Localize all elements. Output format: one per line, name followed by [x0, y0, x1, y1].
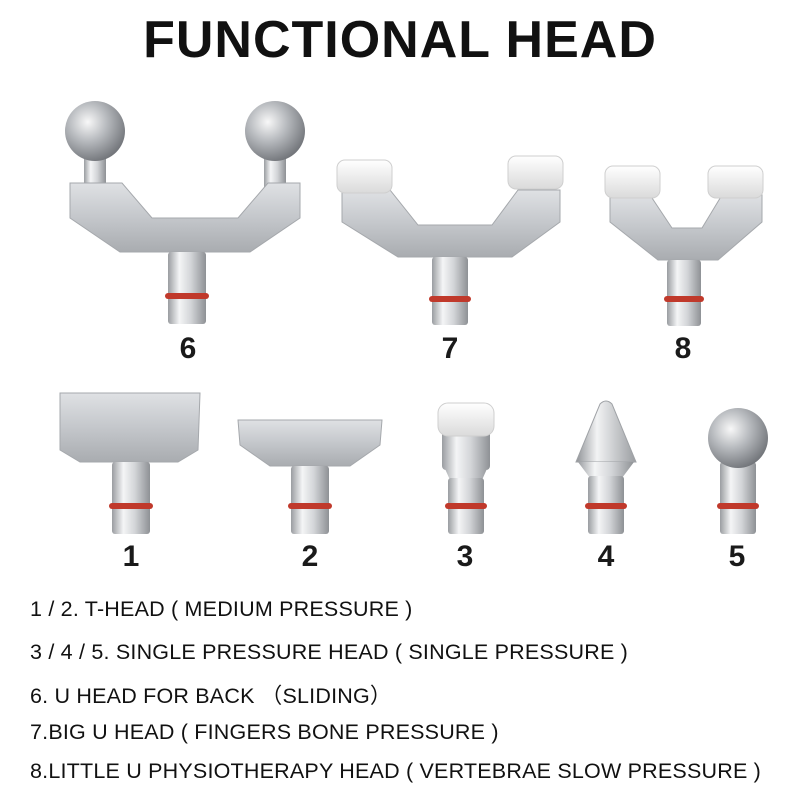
steel-ball-left [65, 101, 125, 161]
head-number-1: 1 [122, 540, 140, 573]
description-single-pressure-head: 3 / 4 / 5. SINGLE PRESSURE HEAD ( SINGLE… [30, 640, 629, 664]
description-little-u-head: 8.LITTLE U PHYSIOTHERAPY HEAD ( VERTEBRA… [30, 759, 762, 783]
head-number-6: 6 [179, 332, 197, 365]
head-number-5: 5 [728, 540, 746, 573]
single-head-soft-cap [437, 402, 495, 534]
o-ring [585, 503, 627, 509]
t-head-narrow [237, 419, 383, 534]
u-head-steel-balls [65, 101, 305, 324]
single-head-ball [708, 408, 768, 534]
t-head-wide [59, 392, 201, 534]
steel-ball-right [245, 101, 305, 161]
o-ring [445, 503, 487, 509]
o-ring [109, 503, 153, 509]
o-ring [165, 293, 209, 299]
o-ring [429, 296, 471, 302]
steel-ball [708, 408, 768, 468]
little-u-head-soft-tips [604, 165, 764, 326]
head-number-7: 7 [441, 332, 459, 365]
head-number-8: 8 [674, 332, 692, 365]
head-number-4: 4 [597, 540, 615, 573]
o-ring [717, 503, 759, 509]
head-number-3: 3 [456, 540, 474, 573]
single-head-cone [575, 400, 637, 534]
page-title: FUNCTIONAL HEAD [143, 11, 657, 69]
description-big-u-head: 7.BIG U HEAD ( FINGERS BONE PRESSURE ) [30, 720, 499, 744]
heads-illustration [59, 101, 768, 534]
description-u-head-back: 6. U HEAD FOR BACK （SLIDING） [30, 684, 392, 708]
o-ring [288, 503, 332, 509]
head-number-2: 2 [301, 540, 319, 573]
description-t-head: 1 / 2. T-HEAD ( MEDIUM PRESSURE ) [30, 597, 413, 621]
big-u-head-soft-tips [336, 155, 564, 325]
o-ring [664, 296, 704, 302]
